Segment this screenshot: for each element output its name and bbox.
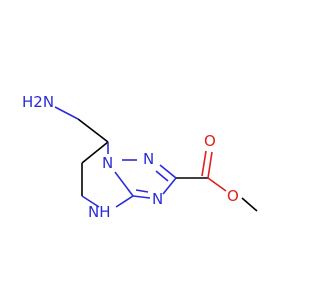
bond-n1-c2-double [155, 170, 169, 182]
nitrogen-bonds [54, 106, 177, 208]
bond-c5-n4 [81, 195, 100, 208]
bond-ester-c-carbonyl-o [207, 151, 213, 179]
atom-labels: H2N N N N NH O O [22, 93, 239, 221]
canvas-background [0, 0, 300, 300]
ester-oxygen-label: O [227, 187, 239, 205]
bond-n3-c2 [162, 177, 177, 195]
amine-label: H2N [22, 93, 54, 111]
nh-label: NH [88, 203, 111, 221]
bond-c7-c6 [81, 141, 109, 164]
bond-c3a-n3-double [135, 189, 149, 193]
bond-ester-c-o [207, 177, 227, 192]
molecule-structure-diagram: H2N N N N NH O O [0, 0, 300, 300]
bridge-n-label: N [102, 154, 113, 172]
triazole-n-right-label: N [143, 150, 154, 168]
bond-ester-c-carbonyl-o-double [201, 150, 207, 177]
bond-n1-c2 [159, 164, 177, 179]
bond-amine-ch2 [54, 106, 79, 120]
bond-n8-c3a [114, 171, 134, 197]
bond-n4-c3a [115, 195, 134, 208]
bond-ch3 [241, 197, 258, 212]
carbon-bonds [77, 118, 258, 212]
oxygen-bonds [201, 150, 227, 192]
bond-ch2-c7 [77, 118, 109, 143]
triazole-n-bottom-label: N [152, 190, 163, 208]
bond-c3a-n3 [132, 195, 151, 199]
carbonyl-oxygen-label: O [204, 132, 216, 150]
